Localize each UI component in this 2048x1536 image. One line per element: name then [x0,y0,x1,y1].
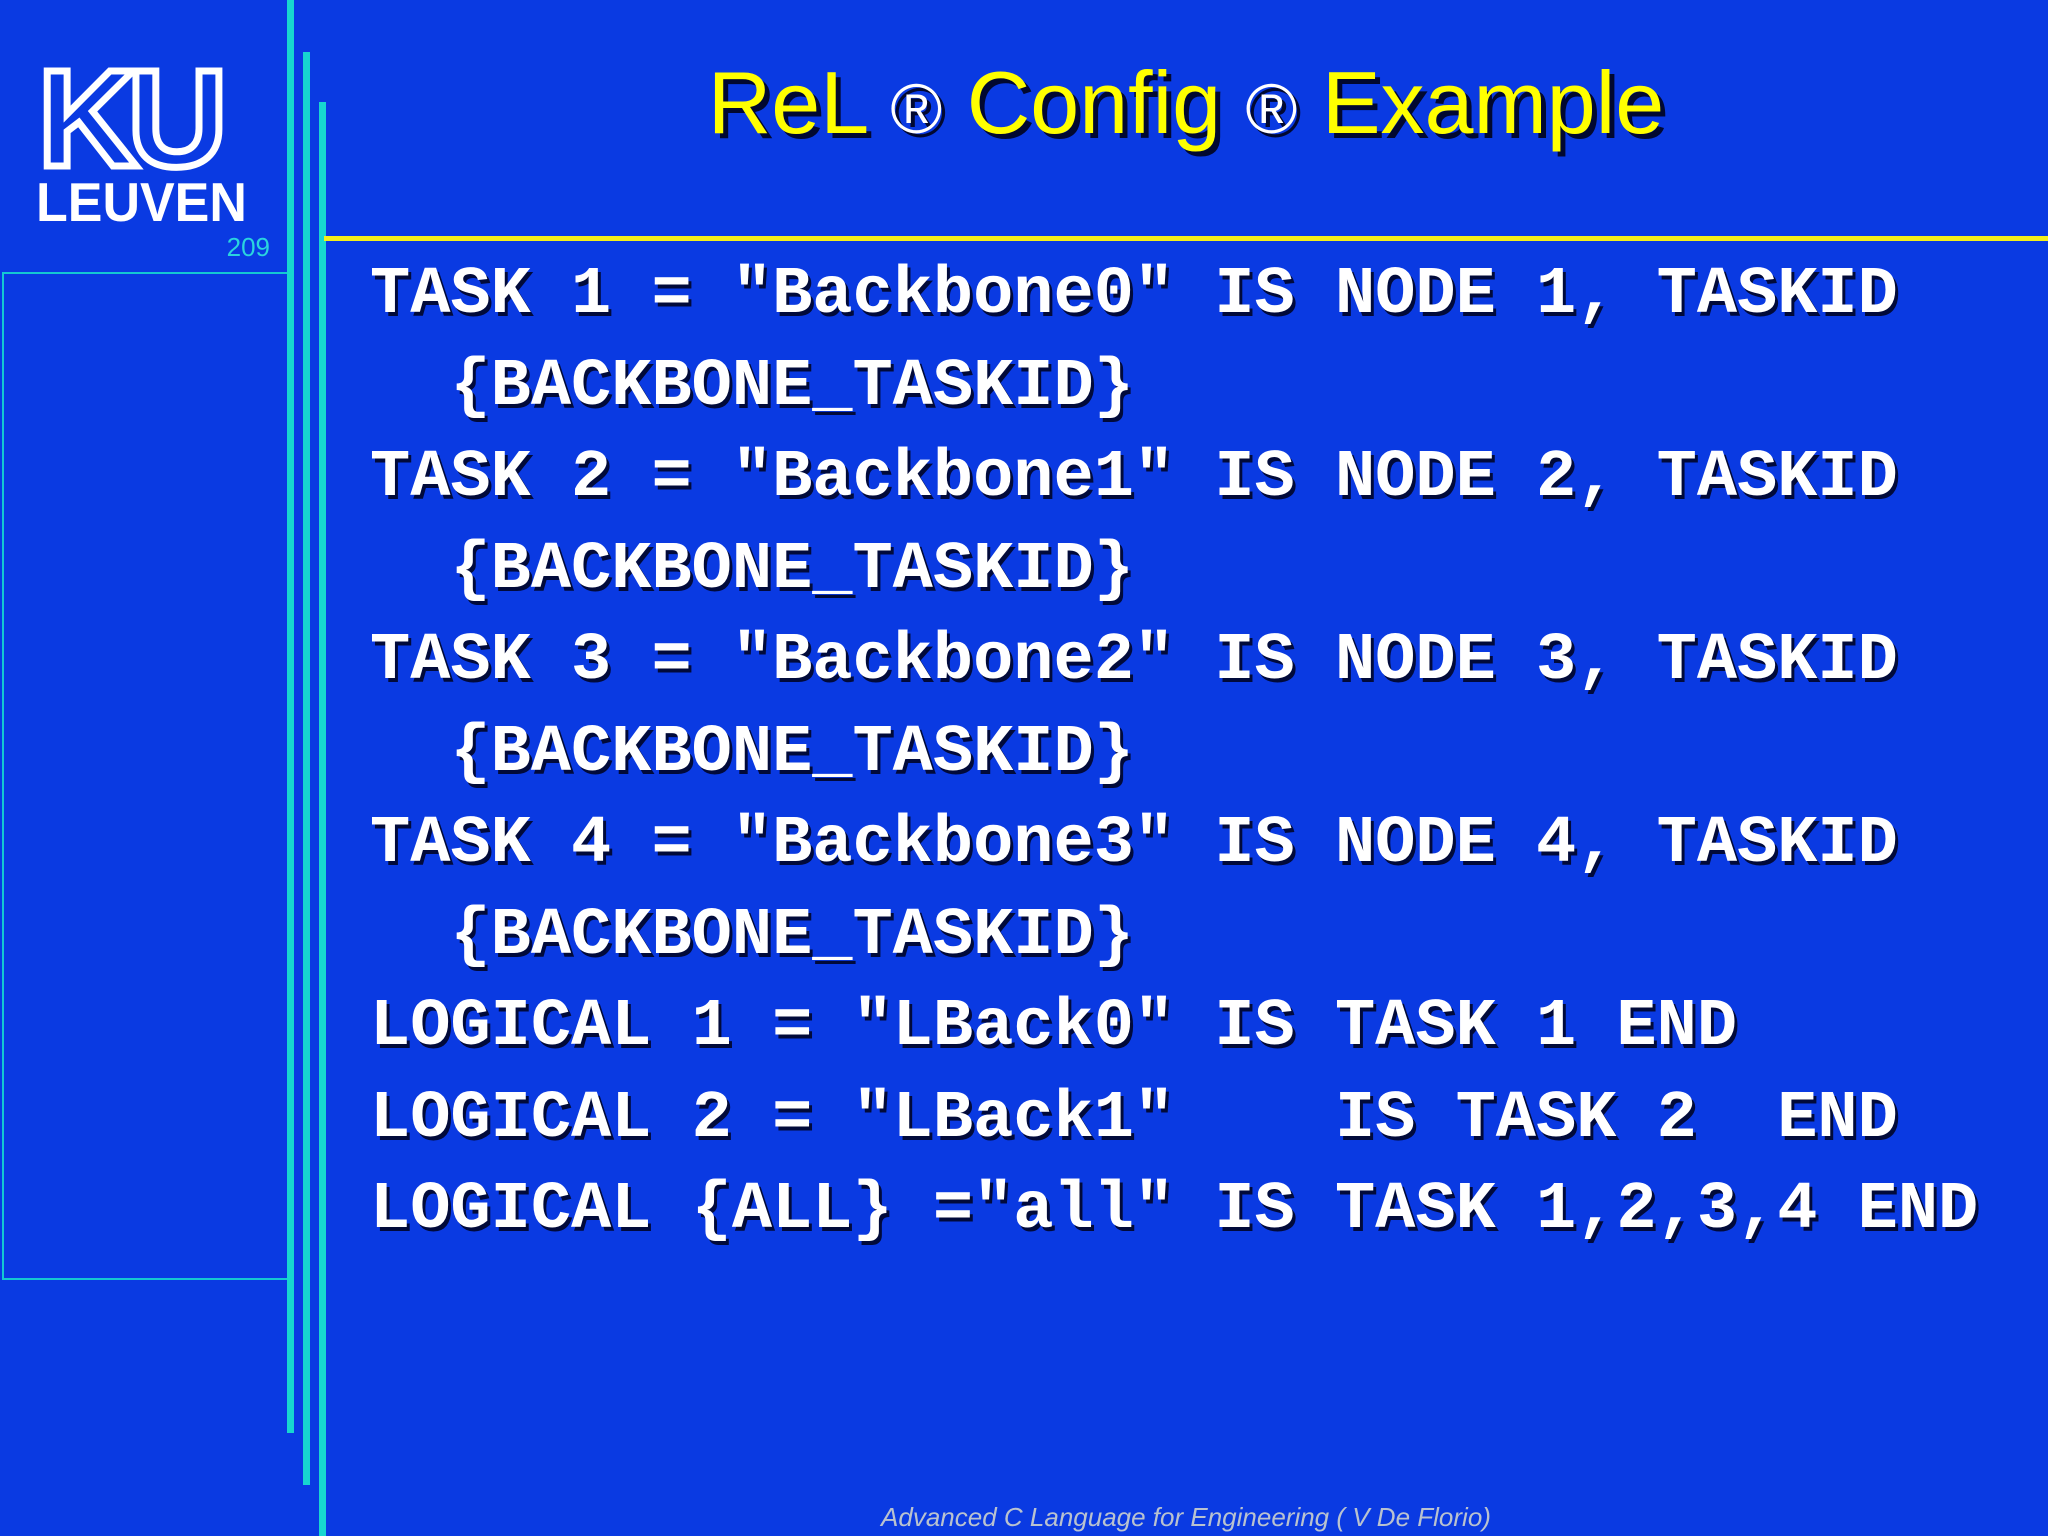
vertical-accent-line-1 [287,0,294,1433]
code-line: LOGICAL 2 = "LBack1" IS TASK 2 END [370,1080,1898,1157]
code-line: TASK 1 = "Backbone0" IS NODE 1, TASKID [370,257,1898,333]
slide-title: ReL ® Config ® Example [324,53,2048,152]
title-text-segment: Config [942,53,1246,152]
ku-logo-outline: KU [36,66,233,174]
title-text-segment: ReL [707,53,891,152]
code-line: {BACKBONE_TASKID} [370,531,1134,608]
title-underline [324,236,2048,241]
vertical-accent-line-2 [303,52,310,1485]
vertical-accent-line-3 [319,102,326,1536]
code-line: {BACKBONE_TASKID} [370,714,1134,791]
title-text-segment: Example [1297,53,1665,152]
code-line: TASK 4 = "Backbone3" IS NODE 4, TASKID [370,806,1898,882]
ku-logo-text: KU [38,66,220,174]
ku-leuven-logo: KU LEUVEN [36,66,248,234]
code-line: TASK 3 = "Backbone2" IS NODE 3, TASKID [370,623,1898,699]
code-line: TASK 2 = "Backbone1" IS NODE 2, TASKID [370,440,1898,516]
code-line: {BACKBONE_TASKID} [370,897,1134,974]
registered-mark: ® [890,69,943,148]
registered-mark: ® [1245,69,1298,148]
leuven-logo-text: LEUVEN [36,172,247,234]
left-panel-outline [2,272,290,1280]
footer-credit: Advanced C Language for Engineering ( V … [881,1502,1491,1532]
slide-page-number: 209 [226,232,270,262]
code-block: TASK 1 = "Backbone0" IS NODE 1, TASKID {… [370,250,1978,1257]
code-line: LOGICAL 1 = "LBack0" IS TASK 1 END [370,989,1738,1065]
code-line: LOGICAL {ALL} ="all" IS TASK 1,2,3,4 END [370,1172,1979,1248]
code-line: {BACKBONE_TASKID} [370,348,1134,425]
